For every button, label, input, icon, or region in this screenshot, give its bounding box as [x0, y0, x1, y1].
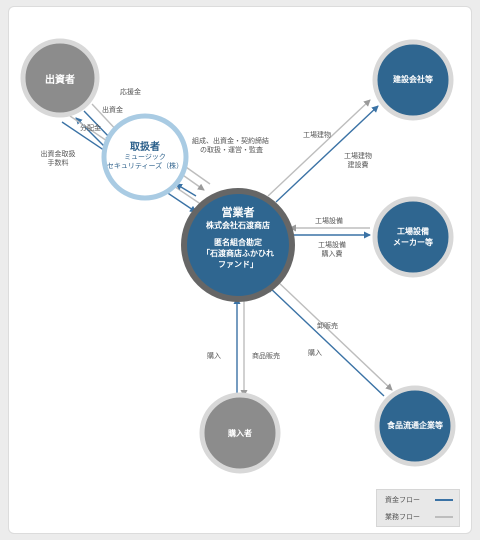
- label-kensetsuhi-2: 建設費: [347, 161, 369, 169]
- label-kensetsuhi-1: 工場建物: [344, 152, 372, 160]
- kojo-setsubi-line2: メーカー等: [393, 238, 433, 247]
- legend-business-flow-label: 業務フロー: [385, 513, 420, 521]
- eigyosha-title: 営業者: [221, 206, 255, 219]
- toriatsukai-sub2: セキュリティーズ（株）: [106, 162, 184, 170]
- legend: 資金フロー 業務フロー: [376, 489, 460, 527]
- node-shokuhin-label: 食品流通企業等: [387, 421, 443, 430]
- label-oenkin: 応援金: [120, 88, 141, 96]
- label-kumiai-2: の取扱・運営・監査: [200, 146, 263, 154]
- flow-shusshikin: [83, 110, 113, 141]
- label-kensetsuhi: 工場建物 建設費: [333, 152, 383, 170]
- legend-fund-flow-line: [435, 499, 453, 501]
- flow-kensetsu-business: [267, 99, 371, 197]
- eigyosha-fund3: ファンド」: [218, 260, 258, 269]
- node-kensetsu: [372, 39, 454, 121]
- node-kensetsu-label: 建設会社等: [393, 75, 433, 84]
- label-kojo-tatemono: 工場建物: [303, 131, 331, 139]
- label-konyu-left: 購入: [207, 352, 221, 360]
- node-konyusha: [199, 392, 281, 474]
- flow-konyu-right-fund: [267, 285, 385, 397]
- node-toriatsukai-text: 取扱者 ミュージック セキュリティーズ（株）: [95, 138, 195, 171]
- label-setsubi-konyu-2: 購入費: [321, 250, 343, 258]
- label-konyu-right: 購入: [308, 349, 322, 357]
- label-kojo-setsubi-flow: 工場設備: [315, 217, 343, 225]
- label-tesuryo: 出資金取扱 手数料: [26, 150, 90, 168]
- label-setsubi-konyu: 工場設備 購入費: [312, 241, 352, 259]
- node-shusshisha-label: 出資者: [45, 75, 75, 86]
- node-konyusha-label: 購入者: [228, 429, 252, 438]
- label-shusshikin: 出資金: [102, 106, 123, 114]
- legend-business-flow-line: [435, 516, 453, 518]
- kojo-setsubi-line1: 工場設備: [397, 227, 429, 236]
- node-toriatsukai: [101, 113, 189, 201]
- node-kojo-setsubi-text: 工場設備 メーカー等: [363, 226, 463, 248]
- toriatsukai-sub1: ミュージック: [124, 153, 166, 161]
- label-tesuryo-2: 手数料: [47, 159, 69, 167]
- eigyosha-fund2: 「石渡商店ふかひれ: [202, 249, 274, 258]
- flow-kensetsu-fund: [275, 105, 379, 203]
- flow-oroshi-business: [275, 279, 393, 391]
- label-oroshi: 卸販売: [317, 322, 338, 330]
- node-shusshisha: [20, 38, 100, 118]
- label-kumiai-1: 組成、出資金・契約締結: [192, 137, 269, 145]
- label-bunpaikin: 分配金: [80, 124, 101, 132]
- eigyosha-company: 株式会社石渡商店: [206, 221, 270, 230]
- flow-tesuryo: [175, 183, 197, 197]
- legend-fund-flow-label: 資金フロー: [385, 496, 420, 504]
- toriatsukai-name: 取扱者: [130, 142, 160, 153]
- label-tesuryo-1: 出資金取扱: [40, 150, 76, 158]
- node-eigyosha-text: 営業者 株式会社石渡商店 匿名組合勘定 「石渡商店ふかひれ ファンド」: [178, 206, 298, 270]
- node-eigyosha: [181, 188, 295, 302]
- label-shohin-hanbai: 商品販売: [252, 352, 280, 360]
- node-shokuhin: [374, 385, 456, 467]
- node-kojo-setsubi: [372, 196, 454, 278]
- label-kumiai: 組成、出資金・契約締結 の取扱・運営・監査: [192, 137, 269, 155]
- eigyosha-fund1: 匿名組合勘定: [214, 238, 262, 247]
- label-setsubi-konyu-1: 工場設備: [318, 241, 346, 249]
